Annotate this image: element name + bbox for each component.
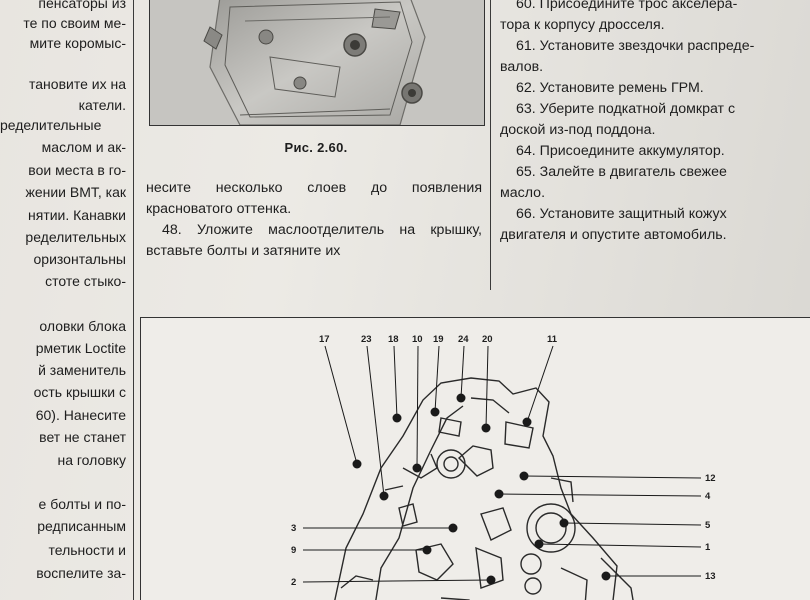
text-line: 60). Нанесите bbox=[35, 407, 126, 423]
callout-3: 3 bbox=[291, 523, 296, 534]
callout-12: 12 bbox=[705, 473, 716, 484]
text-line: ределительные bbox=[0, 117, 102, 133]
callout-9: 9 bbox=[291, 545, 296, 556]
text-line: доской из-под поддона. bbox=[500, 122, 656, 138]
callout-23: 23 bbox=[361, 334, 372, 345]
text-line: 66. Установите защитный кожух bbox=[516, 206, 727, 222]
callout-5: 5 bbox=[705, 520, 711, 531]
cylinder-head-diagram: 17 23 18 10 19 24 20 11 12 4 5 1 13 3 9 … bbox=[291, 334, 716, 600]
text-line: двигателя и опустите автомобиль. bbox=[500, 227, 727, 243]
text-line: тора к корпусу дросселя. bbox=[500, 17, 665, 33]
callout-13: 13 bbox=[705, 571, 716, 582]
callout-18: 18 bbox=[388, 334, 399, 345]
column-rule-left bbox=[133, 0, 134, 600]
engine-photo-figure bbox=[149, 0, 485, 126]
text-line: нятии. Канавки bbox=[28, 207, 126, 223]
engine-head-photo bbox=[150, 0, 484, 125]
text-line: те по своим ме- bbox=[23, 15, 126, 31]
text-line: 63. Уберите подкатной домкрат с bbox=[516, 101, 736, 117]
callout-2: 2 bbox=[291, 577, 296, 588]
paragraph: несите несколько слоев до появления крас… bbox=[146, 180, 482, 217]
text-line: масло. bbox=[500, 185, 546, 201]
callout-1: 1 bbox=[705, 542, 711, 553]
text-line: е болты и по- bbox=[38, 496, 126, 512]
text-line: тановите их на bbox=[29, 76, 126, 92]
callout-11: 11 bbox=[547, 334, 558, 345]
text-line: оловки блока bbox=[39, 318, 126, 334]
text-line: ость крышки с bbox=[33, 384, 126, 400]
text-line: пенсаторы из bbox=[38, 0, 126, 11]
text-line: стоте стыко- bbox=[45, 273, 126, 289]
text-line: ределительных bbox=[25, 229, 126, 245]
text-line: вои места в го- bbox=[28, 162, 126, 178]
callout-4: 4 bbox=[705, 491, 711, 502]
text-line: 64. Присоедините аккумулятор. bbox=[516, 143, 725, 159]
paragraph: 48. Уложите маслоотделитель на крышку, в… bbox=[146, 222, 482, 259]
text-line: на головку bbox=[57, 452, 126, 468]
text-line: тельности и bbox=[48, 542, 127, 558]
bolt-diagram-figure: 17 23 18 10 19 24 20 11 12 4 5 1 13 3 9 … bbox=[140, 317, 810, 600]
callout-17: 17 bbox=[319, 334, 330, 345]
text-line: 60. Присоедините трос акселера- bbox=[516, 0, 738, 12]
callout-19: 19 bbox=[433, 334, 444, 345]
text-line: жении ВМТ, как bbox=[25, 184, 126, 200]
head-outline bbox=[334, 377, 634, 600]
text-line: рметик Loctite bbox=[35, 340, 126, 356]
column-rule-right bbox=[490, 0, 491, 290]
text-line: вет не станет bbox=[39, 429, 126, 445]
text-line: й заменитель bbox=[38, 362, 126, 378]
text-line: оризонтальны bbox=[33, 251, 126, 267]
callout-24: 24 bbox=[458, 334, 469, 345]
text-line: редписанным bbox=[37, 518, 126, 534]
text-line: маслом и ак- bbox=[41, 139, 126, 155]
text-line: 65. Залейте в двигатель свежее bbox=[516, 164, 727, 180]
callout-20: 20 bbox=[482, 334, 493, 345]
leader-lines bbox=[302, 345, 702, 583]
text-line: воспелите за- bbox=[36, 565, 126, 581]
figure-caption: Рис. 2.60. bbox=[284, 140, 348, 155]
text-line: 62. Установите ремень ГРМ. bbox=[516, 80, 704, 96]
callout-10: 10 bbox=[412, 334, 423, 345]
text-line: мите коромыс- bbox=[29, 35, 126, 51]
right-text-column: 60. Присоедините трос акселера- тора к к… bbox=[500, 0, 810, 246]
left-text-column: пенсаторы из те по своим ме- мите коромы… bbox=[0, 0, 128, 600]
middle-text-column: несите несколько слоев до появления крас… bbox=[146, 178, 482, 262]
text-line: 61. Установите звездочки распреде- bbox=[516, 38, 755, 54]
text-line: катели. bbox=[78, 97, 126, 113]
text-line: валов. bbox=[500, 59, 544, 75]
